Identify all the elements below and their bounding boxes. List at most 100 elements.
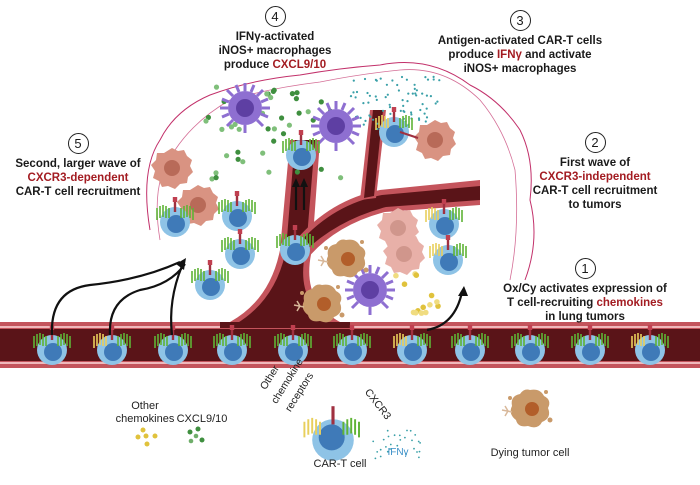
legend-car-t-label: CAR-T cell [313,458,367,470]
molecule-dot [436,100,439,103]
molecule-dot [296,110,302,116]
molecule-dot [366,91,369,95]
tumor-cell [414,120,456,161]
molecule-dot [260,150,266,156]
step-2-label: 2 First wave of CXCR3-independent CAR-T … [515,132,675,212]
molecule-dot [427,302,433,308]
molecule-dot [355,90,359,94]
molecule-dot [236,126,242,132]
molecule-dot [424,76,427,79]
molecule-dot [407,92,410,95]
molecule-dot [425,94,428,97]
molecule-dot [399,109,402,112]
molecule-dot [367,101,370,104]
molecule-dot [374,78,377,81]
molecule-dot [318,99,324,105]
chemokines-highlight: chemokines [596,297,663,309]
molecule-dot [375,98,378,101]
molecule-dot [435,303,441,309]
step-1-number: 1 [574,258,596,279]
molecule-dot [265,126,271,132]
molecule-dot [413,83,416,86]
molecule-dot [420,304,427,311]
molecule-dot [425,116,429,119]
molecule-dot [305,109,311,115]
molecule-dot [409,429,412,432]
molecule-dot [424,120,427,123]
molecule-dot [397,89,400,92]
molecule-dot [213,175,219,181]
molecule-dot [213,84,220,90]
legend-cxcl9-10-label: CXCL9/10 [176,413,228,425]
step-4-number: 4 [264,6,286,27]
dying-tumor-cell [317,238,370,279]
molecule-dot [415,89,418,92]
molecule-dot [405,453,407,455]
legend-graphics [135,388,554,461]
molecule-dot [432,78,435,81]
molecule-dot [384,96,387,99]
legend-dying-tumor-label: Dying tumor cell [490,447,570,459]
molecule-dot [406,429,408,432]
molecule-dot [429,95,432,98]
molecule-dot [417,440,420,443]
car-t-cell [221,228,259,270]
molecule-dot [432,75,435,78]
molecule-dot [389,448,391,450]
molecule-dot [213,170,219,176]
molecule-dot [388,103,391,106]
molecule-dot [385,446,387,448]
molecule-dot [419,108,422,112]
legend-other-chemokines-label: Other chemokines [115,400,175,425]
cxcl9-10-highlight: CXCL9/10 [272,59,327,71]
molecule-dot [289,91,295,97]
molecule-dot [400,75,404,79]
car-t-cell [218,190,256,232]
molecule-dot [393,434,396,437]
molecule-dot [411,439,413,442]
step-5-number: 5 [67,133,89,154]
molecule-dot [403,110,406,113]
legend-dying-tumor-cell [501,388,554,429]
molecule-dot [426,78,430,81]
molecule-dot [423,309,429,316]
molecule-dot [386,93,389,96]
molecule-dot [411,92,414,95]
molecule-dot [376,451,379,453]
molecule-dot [224,153,230,159]
molecule-dot [434,102,437,105]
molecule-dot [318,166,324,172]
molecule-dot [279,115,285,121]
molecule-dot [381,109,385,112]
molecule-dot [423,112,426,115]
legend-ifng-dots [372,429,421,460]
molecule-dot [404,436,406,439]
molecule-dot [434,299,440,305]
molecule-dot [235,149,241,155]
molecule-dot [271,138,277,144]
molecule-dot [421,103,424,106]
molecule-dot [385,83,388,86]
molecule-dot [414,92,417,95]
molecule-dot [362,123,365,126]
molecule-dot [399,439,402,441]
step-1-label: 1 Ox/Cy activates expression of T cell-r… [490,258,680,324]
molecule-dot [391,79,394,82]
tumor-cell [151,148,193,189]
molecule-dot [374,95,377,98]
legend-car-t-cell [303,406,360,461]
molecule-dot [364,119,367,122]
molecule-dot [293,96,299,102]
step-2-number: 2 [584,132,606,153]
molecule-dot [413,272,420,279]
molecule-dot [294,169,300,175]
molecule-dot [410,111,413,114]
molecule-dot [398,434,401,437]
molecule-dot [280,131,287,137]
molecule-dot [368,94,371,97]
molecule-dot [388,106,392,109]
tumor-boundary [146,62,535,281]
molecule-dot [368,114,371,117]
molecule-dot [414,434,417,436]
